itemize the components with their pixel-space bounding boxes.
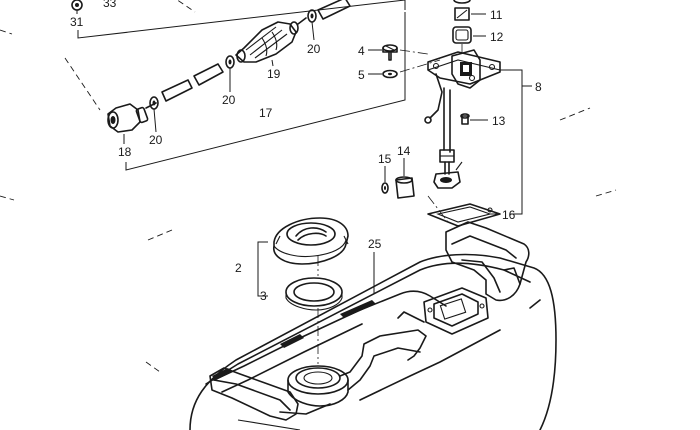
centerline-5 bbox=[399, 59, 441, 73]
part-5-washer bbox=[382, 69, 398, 79]
part-8-fuel-gauge-assembly bbox=[424, 49, 501, 189]
bracket-2-3 bbox=[257, 241, 268, 297]
part-31-nut bbox=[71, 0, 83, 11]
callout-18: 18 bbox=[118, 145, 132, 159]
callout-16: 16 bbox=[502, 208, 516, 222]
dashed-link-tank-left bbox=[147, 229, 173, 241]
callout-5: 5 bbox=[358, 68, 365, 82]
dashed-link-edge-mid bbox=[0, 195, 15, 201]
leader-20a bbox=[311, 21, 315, 41]
part-4-screw bbox=[382, 44, 398, 61]
dashed-link-lower-left bbox=[145, 361, 161, 373]
part-2-filler-cap bbox=[273, 217, 349, 265]
hose-seg-3 bbox=[193, 63, 224, 86]
bracket-8 bbox=[500, 69, 523, 215]
hose-seg-4 bbox=[297, 17, 307, 25]
fuel-tank-body bbox=[189, 221, 557, 430]
clamp-20-a bbox=[307, 9, 317, 23]
fuel-hose-assembly bbox=[107, 0, 351, 133]
leader-19 bbox=[271, 59, 274, 67]
callout-17: 17 bbox=[259, 106, 273, 120]
clamp-20-b bbox=[225, 55, 235, 69]
dashed-link-right bbox=[595, 189, 617, 197]
dashed-link-right-top bbox=[559, 107, 591, 121]
callout-31: 31 bbox=[70, 15, 84, 29]
dashed-link-left bbox=[64, 57, 101, 111]
dashed-link-top bbox=[176, 0, 196, 13]
callout-20a: 20 bbox=[307, 42, 321, 56]
callout-25: 25 bbox=[368, 237, 382, 251]
bracket-top-left bbox=[77, 0, 406, 39]
callout-14: 14 bbox=[397, 144, 411, 158]
callout-19: 19 bbox=[267, 67, 281, 81]
hose-seg-2 bbox=[161, 79, 193, 102]
part-19-primer-bulb bbox=[235, 21, 299, 63]
callout-13: 13 bbox=[492, 114, 506, 128]
callout-11: 11 bbox=[490, 8, 503, 22]
part-16-gasket bbox=[427, 203, 501, 227]
leader-20c bbox=[153, 108, 157, 133]
centerline-4 bbox=[399, 49, 429, 55]
callout-20c: 20 bbox=[149, 133, 163, 147]
callout-2: 2 bbox=[235, 261, 242, 275]
part-3-cap-gasket bbox=[285, 277, 343, 311]
part-18-connector bbox=[107, 103, 149, 133]
callout-12: 12 bbox=[490, 30, 504, 44]
bracket-17 bbox=[125, 12, 406, 171]
callout-3: 3 bbox=[260, 289, 267, 303]
callout-33: 33 bbox=[103, 0, 117, 10]
callout-20b: 20 bbox=[222, 93, 236, 107]
centerline-gauge bbox=[427, 195, 449, 223]
part-14-filter bbox=[395, 176, 415, 199]
part-top-washer bbox=[453, 0, 471, 4]
hose-seg-5 bbox=[317, 0, 351, 20]
part-13-screw bbox=[460, 113, 470, 125]
callout-4: 4 bbox=[358, 44, 365, 58]
dashed-link-edge bbox=[0, 29, 13, 35]
part-12-gasket bbox=[452, 26, 472, 44]
callout-8: 8 bbox=[535, 80, 542, 94]
part-11-seal bbox=[454, 7, 470, 21]
part-15-ring bbox=[381, 182, 389, 194]
callout-15: 15 bbox=[378, 152, 392, 166]
